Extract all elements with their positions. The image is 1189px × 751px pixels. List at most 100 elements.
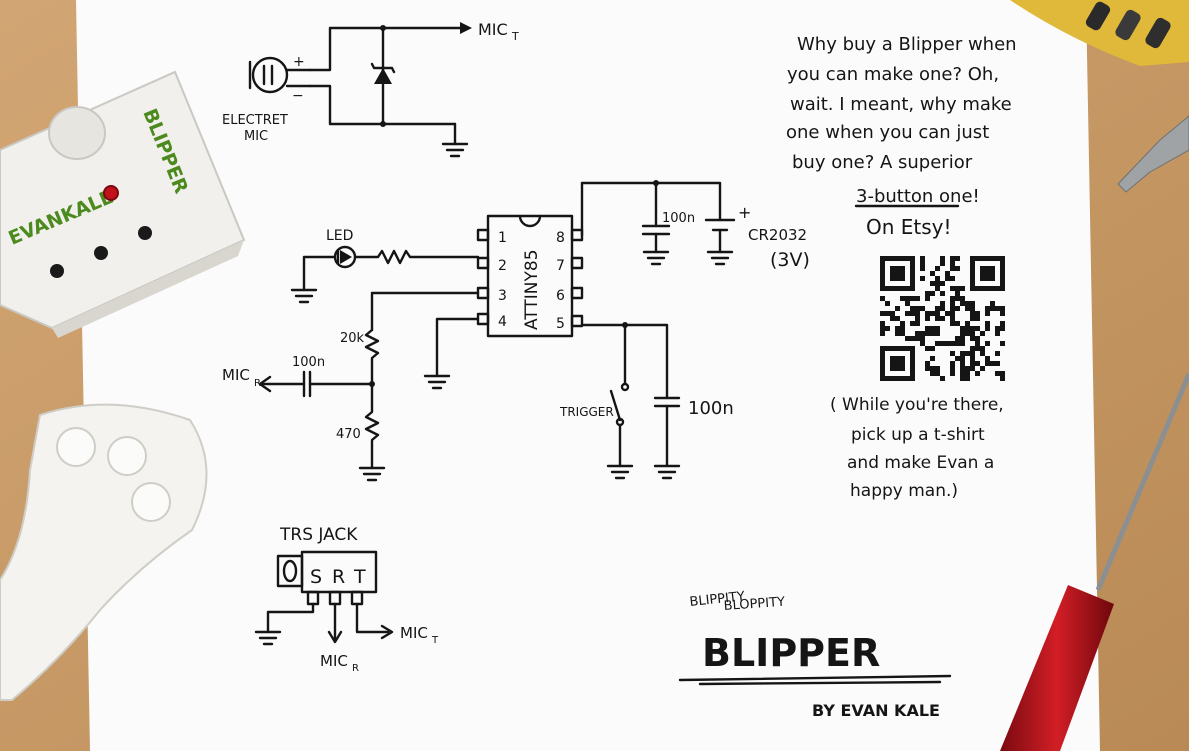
qr-module — [935, 276, 940, 281]
qr-module — [900, 321, 905, 326]
qr-module — [890, 356, 895, 361]
qr-module — [900, 346, 905, 351]
qr-module — [995, 371, 1000, 376]
qr-module — [940, 301, 945, 306]
qr-module — [1000, 326, 1005, 331]
qr-module — [955, 291, 960, 296]
qr-module — [925, 311, 930, 316]
pin-1-label: 1 — [498, 230, 507, 246]
mic-plus: + — [293, 54, 305, 70]
qr-module — [970, 301, 975, 306]
qr-module — [910, 346, 915, 351]
qr-module — [940, 281, 945, 286]
qr-module — [910, 336, 915, 341]
battery-label: CR2032 — [748, 226, 807, 244]
electret-mic-circuit: + − ELECTRET MIC MIC T — [222, 20, 519, 158]
trigger-switch — [609, 389, 622, 422]
qr-module — [910, 256, 915, 261]
qr-module — [970, 311, 975, 316]
qr-module — [910, 276, 915, 281]
qr-module — [965, 351, 970, 356]
qr-module — [950, 361, 955, 366]
qr-module — [990, 286, 995, 291]
blipper-title: BLIPPER — [702, 631, 880, 675]
qr-module — [1000, 271, 1005, 276]
trs-mic-r-label: MIC — [320, 652, 348, 670]
qr-module — [930, 281, 935, 286]
mic-minus: − — [292, 88, 304, 104]
qr-module — [970, 316, 975, 321]
qr-module — [950, 341, 955, 346]
qr-module — [880, 281, 885, 286]
qr-module — [895, 316, 900, 321]
qr-module — [880, 326, 885, 331]
qr-module — [880, 256, 885, 261]
trigger-circuit: TRIGGER 100n — [559, 322, 734, 480]
mic-t-label: MIC — [478, 20, 508, 39]
qr-module — [920, 341, 925, 346]
qr-module — [950, 321, 955, 326]
qr-module — [970, 366, 975, 371]
qr-module — [930, 371, 935, 376]
resistor-470-label: 470 — [336, 427, 361, 442]
resistor-20k — [364, 328, 380, 386]
qr-module — [880, 261, 885, 266]
qr-module — [965, 306, 970, 311]
qr-module — [895, 276, 900, 281]
qr-module — [900, 326, 905, 331]
qr-module — [900, 356, 905, 361]
qr-module — [985, 306, 990, 311]
qr-module — [890, 276, 895, 281]
qr-module — [965, 366, 970, 371]
blippity-text: BLIPPITY — [689, 589, 746, 610]
qr-module — [940, 316, 945, 321]
qr-module — [970, 266, 975, 271]
qr-module — [905, 376, 910, 381]
qr-module — [960, 286, 965, 291]
qr-module — [985, 326, 990, 331]
qr-module — [975, 341, 980, 346]
qr-module — [890, 361, 895, 366]
qr-module — [965, 301, 970, 306]
qr-module — [885, 376, 890, 381]
trs-letter-t: T — [353, 566, 366, 588]
qr-module — [920, 261, 925, 266]
qr-module — [910, 296, 915, 301]
qr-module — [950, 286, 955, 291]
battery-plus: + — [738, 203, 751, 222]
qr-module — [935, 286, 940, 291]
qr-module — [910, 376, 915, 381]
qr-module — [880, 361, 885, 366]
led-circuit: LED — [290, 228, 480, 304]
qr-module — [910, 366, 915, 371]
qr-module — [945, 311, 950, 316]
qr-module — [880, 271, 885, 276]
qr-module — [985, 271, 990, 276]
qr-module — [940, 341, 945, 346]
qr-module — [995, 361, 1000, 366]
qr-module — [880, 376, 885, 381]
qr-code-icon — [877, 253, 1008, 384]
qr-module — [930, 346, 935, 351]
qr-module — [995, 256, 1000, 261]
qr-module — [970, 326, 975, 331]
qr-module — [980, 286, 985, 291]
qr-module — [905, 311, 910, 316]
qr-module — [975, 326, 980, 331]
qr-module — [935, 306, 940, 311]
qr-module — [1000, 256, 1005, 261]
power-circuit: 100n + CR2032 (3V) — [580, 180, 810, 271]
qr-module — [880, 321, 885, 326]
qr-module — [985, 321, 990, 326]
qr-module — [985, 341, 990, 346]
trs-jack-diagram: TRS JACK S R T MIC R MIC T — [254, 525, 439, 674]
mic-label: MIC — [244, 129, 268, 144]
qr-module — [950, 266, 955, 271]
qr-module — [930, 326, 935, 331]
qr-module — [880, 311, 885, 316]
qr-module — [950, 366, 955, 371]
qr-module — [955, 256, 960, 261]
qr-module — [985, 276, 990, 281]
qr-module — [945, 276, 950, 281]
qr-module — [930, 366, 935, 371]
